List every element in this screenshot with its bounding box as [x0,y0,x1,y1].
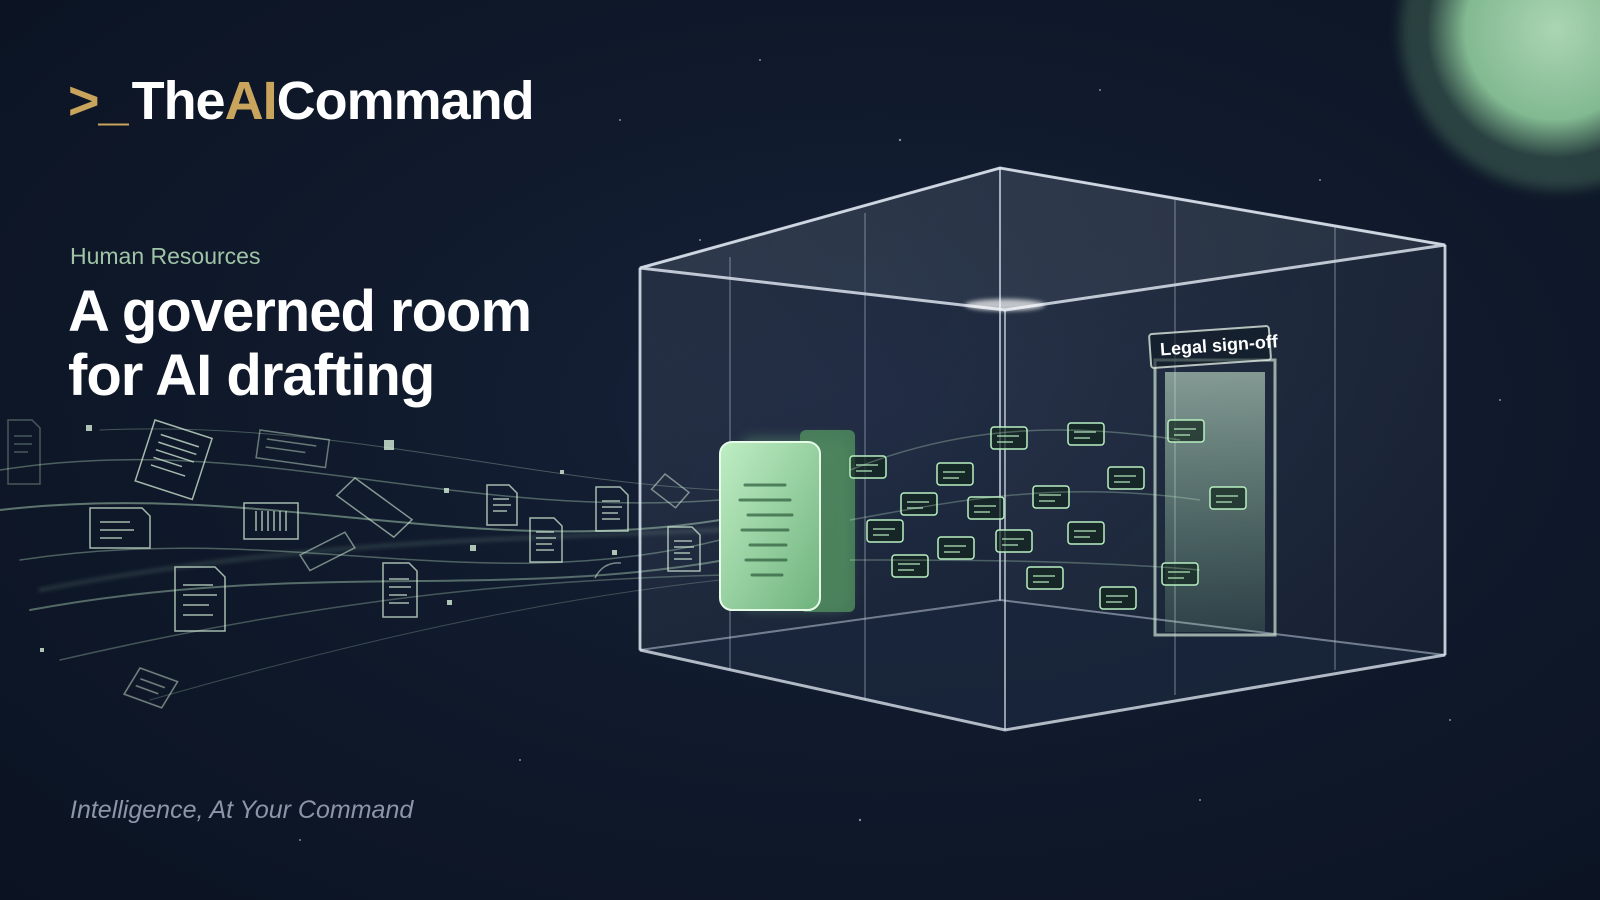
headline-line-1: A governed room [68,279,532,344]
card-lines [856,428,1238,603]
headline: A governed room for AI drafting [68,279,532,408]
processing-chip [719,430,855,612]
brand-logo: >_TheAICommand [68,70,535,132]
stars [299,59,1501,841]
brand-ai: AI [224,71,278,131]
room-wisps [849,429,1201,571]
prompt-symbol: >_ [68,71,129,131]
particles [40,425,617,652]
data-stream [0,428,726,701]
brand-the: The [131,71,226,131]
brand-command: Command [276,71,535,131]
category-label: Human Resources [70,243,261,269]
floating-documents [7,419,701,709]
moon [1427,0,1600,158]
headline-line-2: for AI drafting [68,343,435,408]
tagline: Intelligence, At Your Command [70,796,414,824]
door [1148,325,1277,637]
floating-cards [849,419,1247,610]
